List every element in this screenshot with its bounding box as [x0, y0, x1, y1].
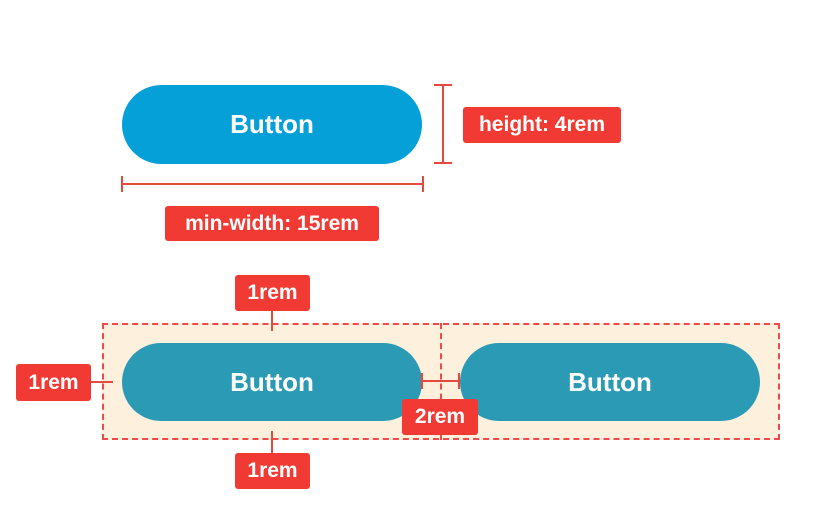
padding-bottom-label: 1rem: [235, 453, 310, 489]
padding-top-leader: [271, 311, 273, 331]
height-label: height: 4rem: [463, 107, 621, 143]
gap-label: 2rem: [402, 399, 478, 435]
primary-button[interactable]: Button: [122, 85, 422, 164]
padding-left-label: 1rem: [16, 364, 91, 401]
padding-top-label: 1rem: [235, 275, 310, 311]
min-width-label: min-width: 15rem: [165, 206, 379, 241]
group-button-first-label: Button: [230, 366, 314, 397]
padding-left-leader: [91, 381, 113, 383]
primary-button-label: Button: [230, 109, 314, 139]
group-button-second[interactable]: Button: [460, 343, 760, 421]
padding-bottom-leader: [271, 431, 273, 453]
group-button-first[interactable]: Button: [122, 343, 422, 421]
group-button-second-label: Button: [568, 366, 652, 397]
